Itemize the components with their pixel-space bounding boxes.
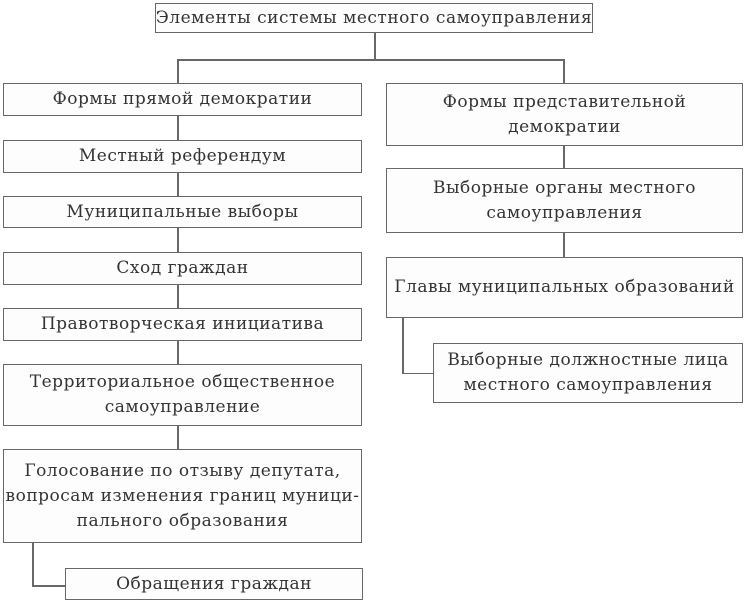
box-title-text: Элементы системы местного самоуправления	[155, 7, 593, 28]
box-text: демократии	[508, 116, 621, 137]
connector-left-5-6	[177, 341, 179, 364]
box-recall-voting: Голосование по отзыву депутата, вопросам…	[3, 449, 362, 543]
box-direct-democracy-forms: Формы прямой демократии	[3, 83, 362, 116]
connector-left-elbow-vertical	[32, 543, 34, 586]
connector-right-1-2	[563, 146, 565, 168]
connector-left-1-2	[177, 116, 179, 140]
box-text: самоуправление	[104, 397, 261, 417]
box-text: Муниципальные выборы	[66, 201, 299, 222]
connector-right-2-3	[563, 233, 565, 257]
box-text: вопросам изменения границ муници-	[5, 485, 360, 506]
box-title: Элементы системы местного самоуправления	[155, 3, 593, 33]
connector-drop-right	[563, 59, 565, 83]
box-text: Формы представительной	[442, 91, 687, 112]
box-citizens-appeals: Обращения граждан	[65, 568, 363, 600]
box-local-referendum: Местный референдум	[3, 140, 362, 173]
box-elected-bodies: Выборные органы местного самоуправления	[386, 168, 743, 233]
connector-trunk-horizontal	[177, 59, 564, 61]
box-citizens-assembly: Сход граждан	[3, 252, 362, 285]
box-municipal-heads: Главы муниципальных образований	[386, 257, 743, 318]
box-text: Выборные должностные лица	[447, 350, 729, 370]
box-text: Сход граждан	[116, 258, 249, 278]
box-text: Формы прямой демократии	[52, 89, 313, 109]
connector-trunk-vertical	[374, 33, 376, 59]
box-text: пального образования	[76, 510, 289, 531]
box-text: Местный референдум	[78, 146, 287, 166]
box-elected-officials: Выборные должностные лица местного самоу…	[433, 343, 743, 403]
connector-right-elbow-vertical	[402, 318, 404, 374]
connector-drop-left	[177, 59, 179, 83]
box-text: Выборные органы местного	[432, 177, 697, 198]
box-text: Главы муниципальных образований	[394, 277, 735, 297]
box-text: местного самоуправления	[463, 375, 713, 395]
box-representative-democracy-forms: Формы представительной демократии	[386, 83, 743, 146]
box-lawmaking-initiative: Правотворческая инициатива	[3, 308, 362, 341]
connector-left-2-3	[177, 173, 179, 196]
connector-left-3-4	[177, 228, 179, 252]
box-territorial-self-government: Территориальное общественное самоуправле…	[3, 364, 362, 426]
box-text: самоуправления	[486, 202, 643, 223]
box-text: Правотворческая инициатива	[40, 314, 325, 334]
box-municipal-elections: Муниципальные выборы	[3, 196, 362, 228]
connector-right-elbow-horizontal	[402, 372, 433, 374]
connector-left-4-5	[177, 285, 179, 308]
connector-left-elbow-horizontal	[32, 585, 65, 587]
box-text: Обращения граждан	[116, 573, 312, 594]
box-text: Голосование по отзыву депутата,	[24, 460, 341, 481]
box-text: Территориальное общественное	[29, 372, 336, 392]
connector-left-6-7	[177, 426, 179, 449]
